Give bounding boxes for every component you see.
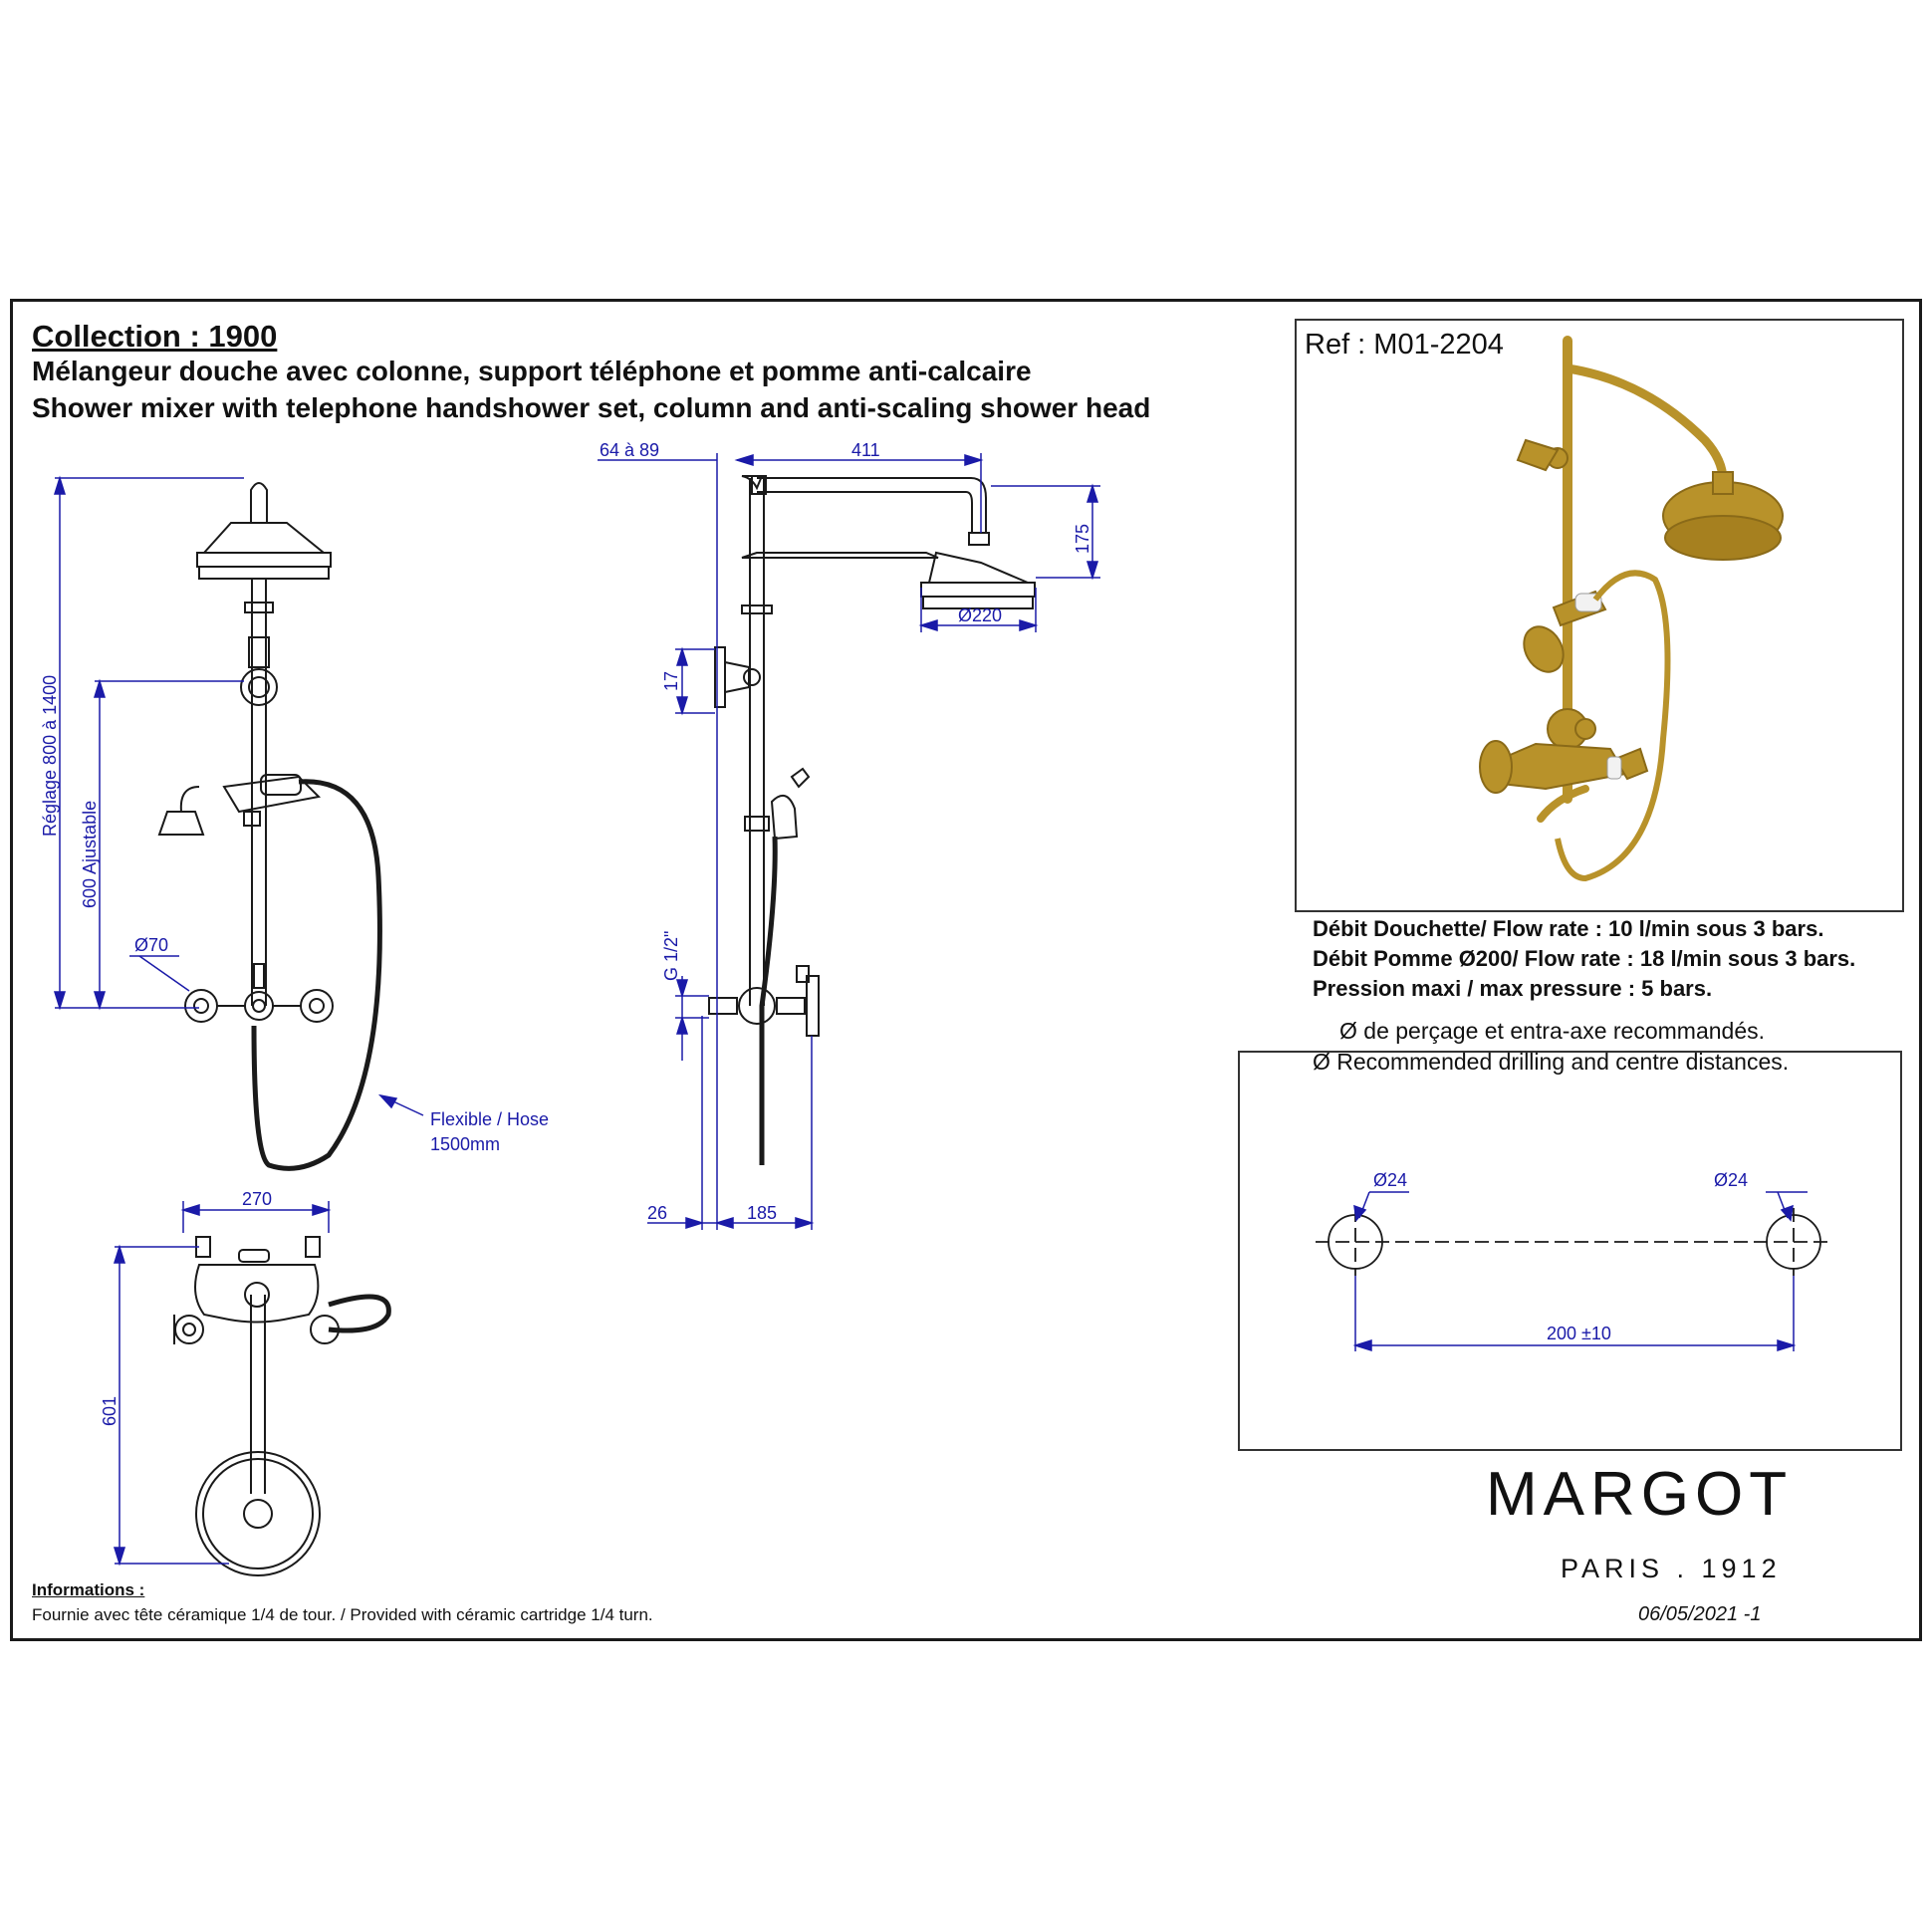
hole-spacing: 200 ±10: [1547, 1324, 1611, 1343]
dim-head-diameter-220: Ø220: [958, 605, 1002, 625]
product-ref: Ref : M01-2204: [1305, 329, 1504, 361]
brand-logo: MARGOT: [1486, 1460, 1794, 1529]
hose-label-line2: 1500mm: [430, 1134, 500, 1154]
info-title: Informations :: [32, 1580, 145, 1599]
dim-26: 26: [647, 1203, 667, 1223]
spec-handshower-flow: Débit Douchette/ Flow rate : 10 l/min so…: [1313, 916, 1824, 941]
dim-head-175: 175: [1073, 524, 1092, 554]
top-view-mixer: [173, 1236, 391, 1576]
info-text: Fournie avec tête céramique 1/4 de tour.…: [32, 1605, 653, 1624]
dim-width-270: 270: [242, 1189, 272, 1209]
title-english: Shower mixer with telephone handshower s…: [32, 392, 1151, 423]
hole-right-diameter: Ø24: [1714, 1170, 1748, 1190]
dim-adjust-range: Réglage 800 à 1400: [40, 675, 60, 837]
drawing-frame: [10, 299, 1922, 1641]
drilling-note-en: Ø Recommended drilling and centre distan…: [1313, 1049, 1790, 1075]
dim-height-601: 601: [100, 1396, 120, 1426]
front-view-column: [157, 482, 382, 1171]
hole-left-diameter: Ø24: [1373, 1170, 1407, 1190]
dim-arm-411: 411: [851, 440, 880, 460]
dim-17: 17: [661, 671, 681, 691]
dim-thread-g12: G 1/2": [661, 931, 681, 981]
drilling-note-fr: Ø de perçage et entra-axe recommandés.: [1339, 1018, 1766, 1044]
side-view-column: [708, 475, 1036, 1165]
revision-date: 06/05/2021 -1: [1638, 1603, 1762, 1625]
title-french: Mélangeur douche avec colonne, support t…: [32, 356, 1032, 386]
dim-diameter-70: Ø70: [134, 935, 168, 955]
drilling-diagram: Ø24 Ø24 200 ±10: [1316, 1170, 1833, 1352]
hose-label-line1: Flexible / Hose: [430, 1109, 549, 1129]
brand-tagline: PARIS . 1912: [1561, 1554, 1782, 1583]
spec-max-pressure: Pression maxi / max pressure : 5 bars.: [1313, 976, 1713, 1001]
spec-head-flow: Débit Pomme Ø200/ Flow rate : 18 l/min s…: [1313, 946, 1856, 971]
dim-185: 185: [747, 1203, 777, 1223]
product-render: [1479, 336, 1784, 882]
product-image-box: Ref : M01-2204: [1295, 319, 1904, 912]
drilling-box: [1238, 1051, 1902, 1451]
collection-title: Collection : 1900: [32, 319, 278, 354]
dim-adjustable-600: 600 Ajustable: [80, 801, 100, 908]
dim-offset-64-89: 64 à 89: [600, 440, 659, 460]
